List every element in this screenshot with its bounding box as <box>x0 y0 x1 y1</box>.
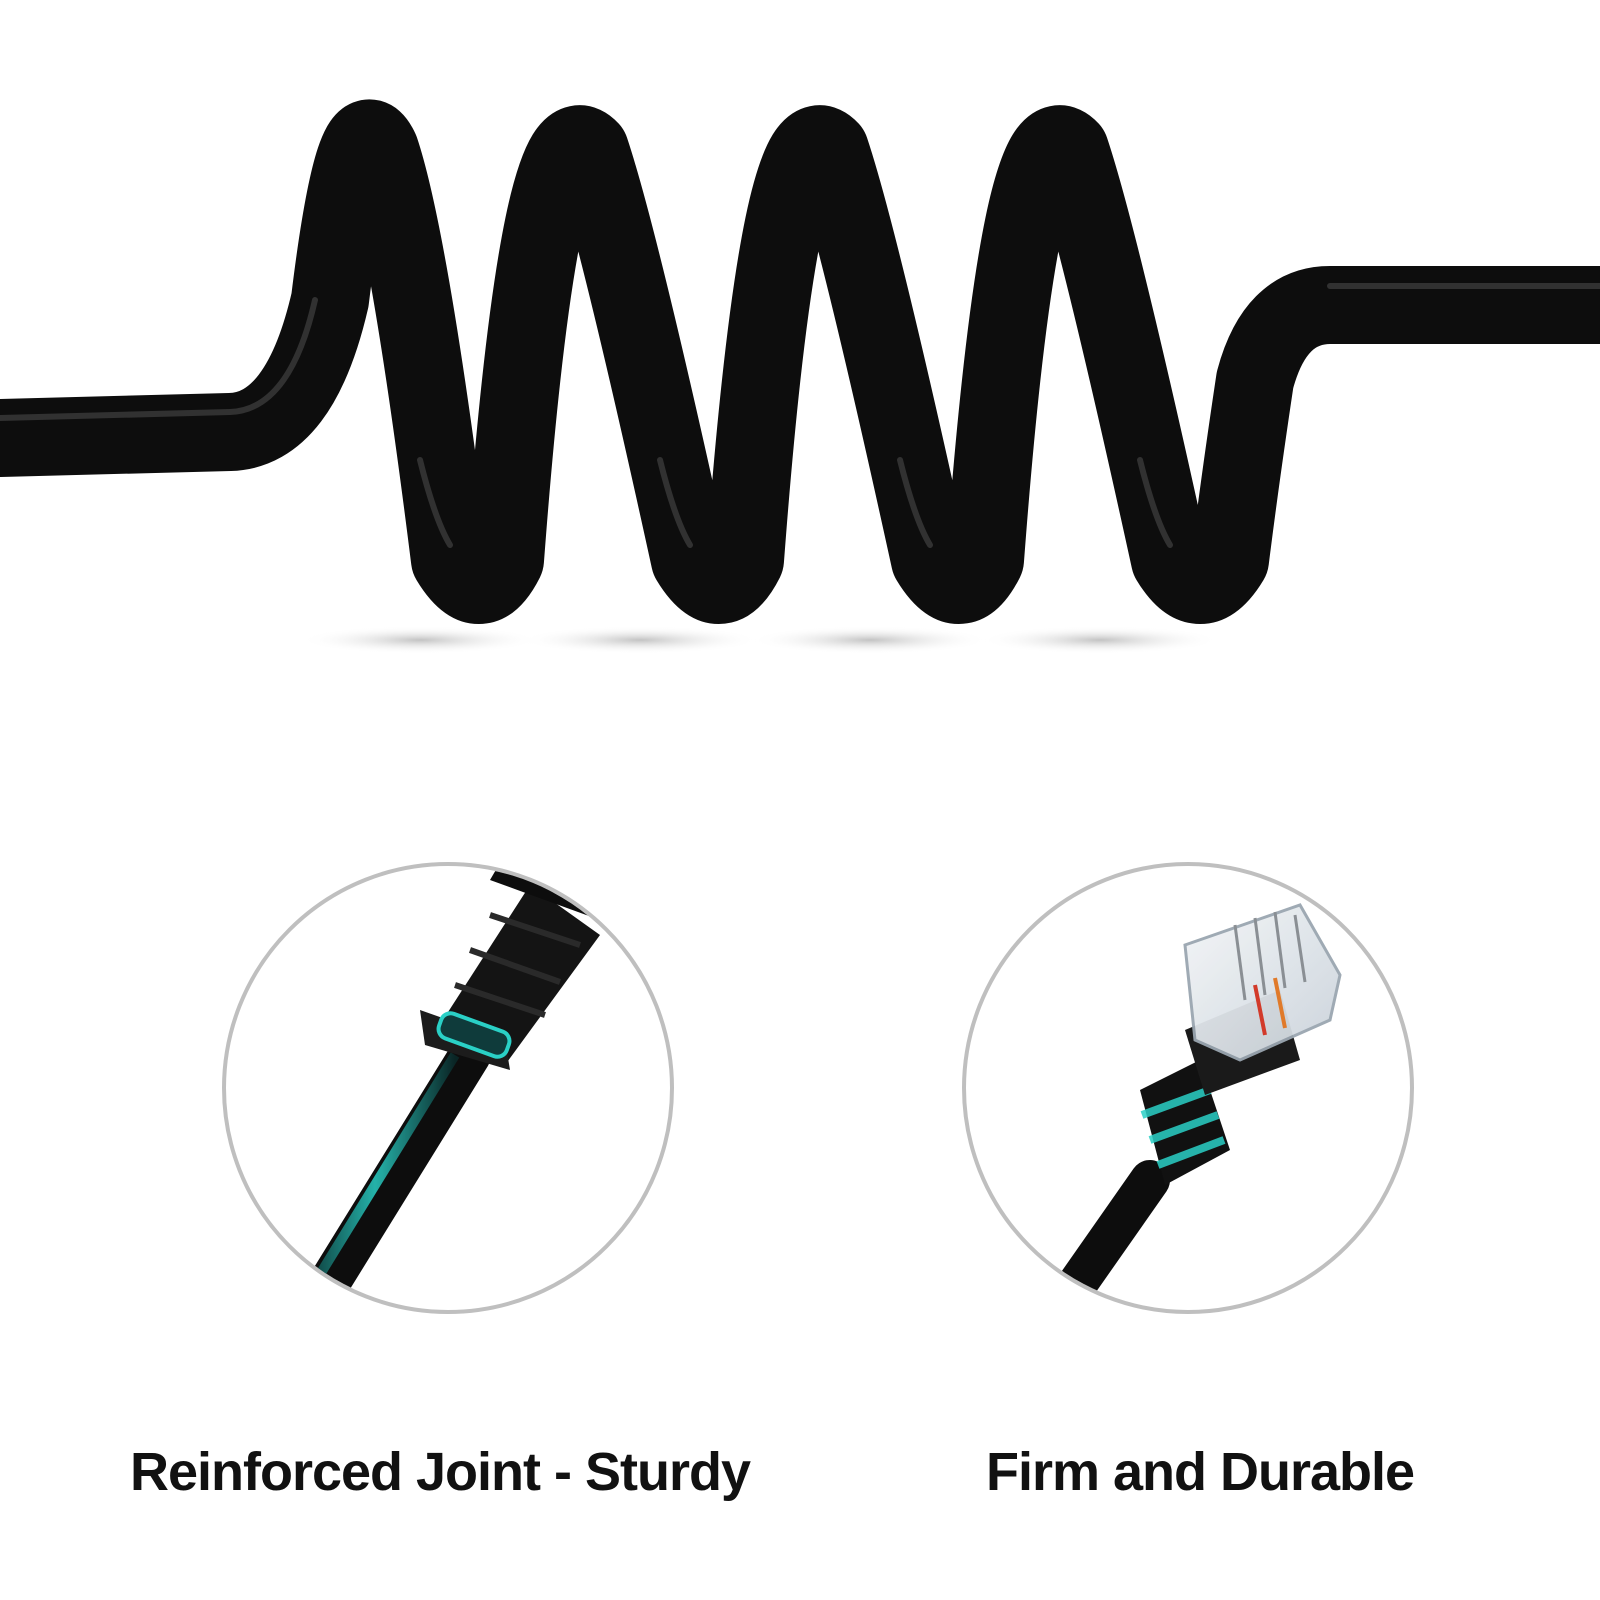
feature-caption-firm-durable: Firm and Durable <box>985 1442 1415 1502</box>
cable-joint-closeup-icon <box>222 862 674 1314</box>
rj-connector-closeup-icon <box>962 862 1414 1314</box>
coiled-cable-icon <box>0 99 1600 654</box>
coiled-cable-body <box>0 99 1600 624</box>
feature-caption-reinforced-joint: Reinforced Joint - Sturdy <box>129 1442 751 1502</box>
cable-highlight <box>0 283 1600 548</box>
cable-shadow <box>300 626 1220 654</box>
